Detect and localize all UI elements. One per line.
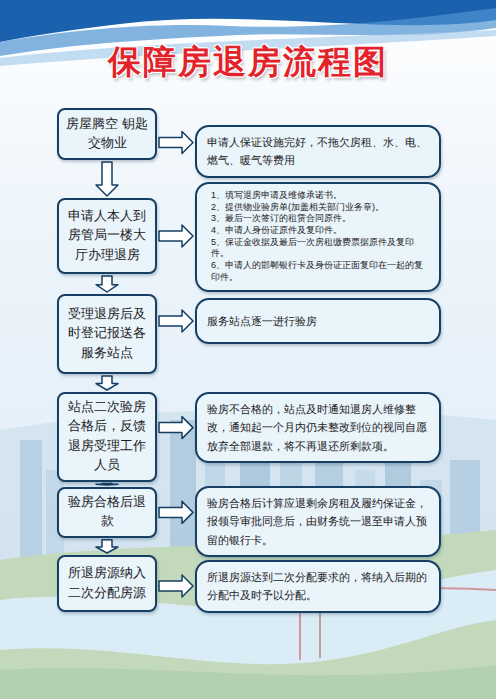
flow-arrow (96, 540, 118, 553)
note-box: 验房不合格的，站点及时通知退房人维修整改，通知起一个月内仍未整改到位的视同自愿放… (195, 392, 441, 463)
box-text: 1、填写退房申请及维修承诺书。 (211, 190, 429, 202)
process-box: 站点二次验房合格后，反馈退房受理工作人员 (57, 392, 157, 482)
box-text: 验房不合格的，站点及时通知退房人维修整改，通知起一个月内仍未整改到位的视同自愿放… (207, 400, 429, 455)
flow-arrow (159, 501, 193, 523)
note-box: 验房合格后计算应退剩余房租及履约保证金，报领导审批同意后，由财务统一退至申请人预… (195, 486, 441, 557)
box-text: 5、保证金收据及最后一次房租缴费票据原件及复印件。 (211, 237, 429, 260)
box-text: 2、提供物业验房单(加盖相关部门业务章)。 (211, 202, 429, 214)
box-text: 站点二次验房合格后，反馈退房受理工作人员 (64, 398, 150, 476)
box-text: 申请人本人到房管局一楼大厅办理退房 (64, 207, 150, 265)
box-text: 受理退房后及时登记报送各服务站点 (64, 305, 150, 363)
process-box: 申请人本人到房管局一楼大厅办理退房 (57, 198, 157, 274)
flow-arrow (159, 132, 193, 154)
flow-arrow (159, 417, 193, 439)
process-box: 受理退房后及时登记报送各服务站点 (57, 294, 157, 374)
box-text: 所退房源纳入二次分配房源 (64, 564, 150, 603)
box-text: 6、申请人的邯郸银行卡及身份证正面复印在一起的复印件。 (211, 260, 429, 283)
box-text: 房屋腾空 钥匙交物业 (64, 115, 150, 154)
diagram-title: 保障房退房流程图 (0, 40, 496, 85)
note-box: 1、填写退房申请及维修承诺书。2、提供物业验房单(加盖相关部门业务章)。3、最后… (195, 182, 441, 292)
box-text: 4、申请人身份证原件及复印件。 (211, 225, 429, 237)
note-box: 服务站点逐一进行验房 (195, 298, 441, 344)
box-text: 服务站点逐一进行验房 (207, 312, 429, 330)
flow-arrow (159, 225, 193, 247)
flow-arrow (96, 276, 118, 292)
flow-arrow (159, 310, 193, 332)
box-text: 所退房源达到二次分配要求的，将纳入后期的分配中及时予以分配。 (207, 568, 429, 605)
flow-arrow (96, 484, 118, 486)
note-box: 申请人保证设施完好，不拖欠房租、水、电、燃气、暖气等费用 (195, 125, 441, 178)
flow-arrow (96, 162, 118, 196)
box-text: 验房合格后计算应退剩余房租及履约保证金，报领导审批同意后，由财务统一退至申请人预… (207, 494, 429, 549)
box-text: 3、最后一次签订的租赁合同原件。 (211, 213, 429, 225)
box-text: 申请人保证设施完好，不拖欠房租、水、电、燃气、暖气等费用 (207, 133, 429, 170)
flow-arrow (96, 376, 118, 390)
flow-arrow (159, 575, 193, 597)
process-box: 验房合格后退款 (57, 487, 157, 538)
box-text: 验房合格后退款 (64, 493, 150, 532)
process-box: 房屋腾空 钥匙交物业 (57, 108, 157, 160)
note-box: 所退房源达到二次分配要求的，将纳入后期的分配中及时予以分配。 (195, 560, 441, 613)
process-box: 所退房源纳入二次分配房源 (57, 555, 157, 612)
